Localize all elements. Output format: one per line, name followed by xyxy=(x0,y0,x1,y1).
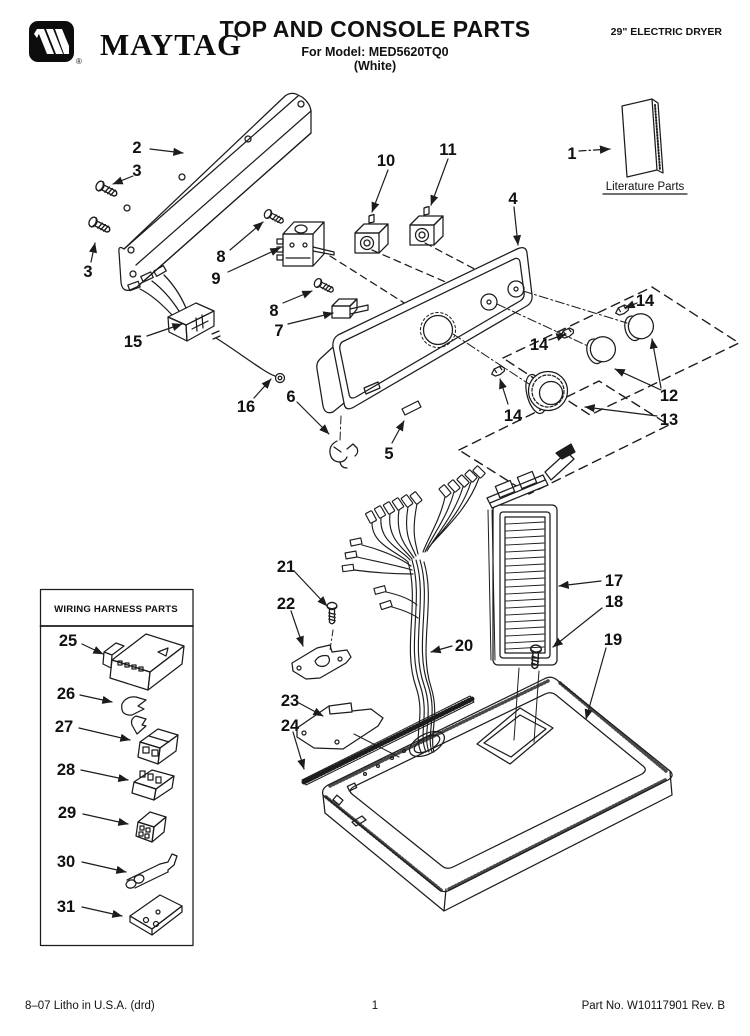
clip-part-6 xyxy=(329,415,359,469)
callout-17: 17 xyxy=(605,572,623,590)
switch-part-11 xyxy=(409,205,444,246)
maytag-logo-icon xyxy=(29,21,74,62)
callout-3-top: 3 xyxy=(132,162,141,180)
lint-grille-part-17 xyxy=(486,443,576,743)
callout-14-top: 14 xyxy=(636,292,655,310)
clip-part-14c xyxy=(489,364,507,378)
model-line: For Model: MED5620TQ0 xyxy=(301,45,449,59)
clip-part-14a xyxy=(613,303,631,317)
footer-litho: 8–07 Litho in U.S.A. (drd) xyxy=(25,1000,155,1012)
main-harness-part-20 xyxy=(341,465,486,753)
connector-part-29 xyxy=(135,811,167,843)
callout-5: 5 xyxy=(384,445,393,463)
connector-part-25 xyxy=(102,633,185,691)
cover-part-31 xyxy=(129,894,183,936)
timer-knob-part-13 xyxy=(525,370,569,415)
callout-31: 31 xyxy=(57,898,75,916)
switch-part-7 xyxy=(331,298,369,319)
callout-14-bottom: 14 xyxy=(504,407,523,425)
clip-part-14b xyxy=(558,326,576,340)
registered-mark: ® xyxy=(76,57,82,66)
screw-part-8a xyxy=(262,207,286,227)
wiring-harness-parts-box xyxy=(39,588,194,947)
screw-part-21 xyxy=(326,601,338,625)
callout-labels: 2 3 3 1 10 11 4 8 9 8 7 15 16 6 5 14 14 … xyxy=(55,139,678,916)
callout-leaders xyxy=(78,147,662,918)
callout-18: 18 xyxy=(605,593,623,611)
console-panel-part xyxy=(316,247,533,416)
page-title: TOP AND CONSOLE PARTS xyxy=(219,16,531,42)
timer-part xyxy=(276,221,335,267)
leader-screw21 xyxy=(329,629,334,651)
screw-part-8b xyxy=(312,276,336,296)
callout-30: 30 xyxy=(57,853,75,871)
leader-1 xyxy=(578,145,611,154)
callout-28: 28 xyxy=(57,761,75,779)
callout-22: 22 xyxy=(277,595,295,613)
rear-panel-part xyxy=(118,92,312,291)
callout-27: 27 xyxy=(55,718,73,736)
footer-part-number: Part No. W10117901 Rev. B xyxy=(581,1000,725,1012)
product-type: 29" ELECTRIC DRYER xyxy=(610,26,722,38)
callout-13: 13 xyxy=(660,411,678,429)
clip-part-26 xyxy=(121,696,147,735)
knob-assembly xyxy=(452,286,740,495)
terminal-part-30 xyxy=(125,853,178,889)
callout-29: 29 xyxy=(58,804,76,822)
callout-11: 11 xyxy=(439,141,456,159)
page-header: ® MAYTAG TOP AND CONSOLE PARTS For Model… xyxy=(0,0,750,80)
callout-4: 4 xyxy=(508,190,518,208)
callout-8-top: 8 xyxy=(216,248,225,266)
wire-part-16 xyxy=(211,330,286,384)
callout-23: 23 xyxy=(281,692,299,710)
callout-24: 24 xyxy=(281,717,300,735)
trim-strip-part-24 xyxy=(301,695,475,786)
callout-3-left: 3 xyxy=(83,263,92,281)
callout-7: 7 xyxy=(274,322,283,340)
connector-part-28 xyxy=(131,769,175,801)
callout-9: 9 xyxy=(211,270,220,288)
top-panel-part xyxy=(321,676,673,912)
screw-part-3b xyxy=(86,215,113,236)
switch-part-10 xyxy=(354,213,389,254)
callout-2: 2 xyxy=(132,139,141,157)
harness-part-15 xyxy=(127,265,215,342)
knob-part-12b xyxy=(583,333,619,367)
callout-25: 25 xyxy=(59,632,77,650)
callout-8-mid: 8 xyxy=(269,302,278,320)
callout-12: 12 xyxy=(660,387,678,405)
callout-10: 10 xyxy=(377,152,395,170)
literature-part xyxy=(602,98,688,195)
callout-21: 21 xyxy=(277,558,295,576)
callout-26: 26 xyxy=(57,685,75,703)
callout-1: 1 xyxy=(567,145,576,163)
callout-19: 19 xyxy=(604,631,622,649)
knob-part-12a xyxy=(621,310,657,344)
callout-16: 16 xyxy=(237,398,255,416)
callout-6: 6 xyxy=(286,388,295,406)
connector-part-27 xyxy=(137,728,179,765)
callout-14-mid: 14 xyxy=(530,336,549,354)
console-insert-part-5 xyxy=(401,400,422,416)
finish-line: (White) xyxy=(353,59,397,73)
wiring-box-title: WIRING HARNESS PARTS xyxy=(54,604,178,615)
literature-caption: Literature Parts xyxy=(606,181,685,193)
callout-20: 20 xyxy=(455,637,473,655)
callout-15: 15 xyxy=(124,333,142,351)
bracket-part-22 xyxy=(291,644,352,680)
footer-page-number: 1 xyxy=(371,1000,379,1012)
bracket-part-23 xyxy=(296,702,400,758)
brand-wordmark: MAYTAG xyxy=(100,27,243,62)
